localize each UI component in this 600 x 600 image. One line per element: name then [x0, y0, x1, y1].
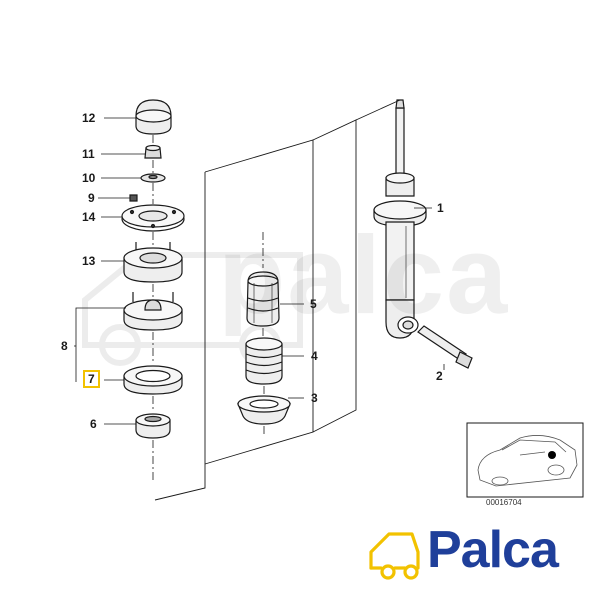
vehicle-location-inset [466, 422, 584, 498]
part-7-bearing-ring [123, 365, 183, 395]
callout-3: 3 [311, 391, 318, 405]
callout-11: 11 [82, 147, 95, 161]
middle-axis-line [262, 232, 265, 434]
part-13-top-mount [123, 242, 183, 283]
callout-8: 8 [61, 339, 68, 353]
leader-lines [74, 117, 445, 425]
part-4-dust-boot [245, 337, 283, 385]
frame-lines [154, 99, 401, 501]
part-5-bump-stop [246, 271, 280, 327]
part-2-mounting-bolt [417, 325, 473, 369]
inset-reference-number: 00016704 [486, 498, 522, 507]
car-silhouette-icon [477, 435, 578, 487]
callout-12: 12 [82, 111, 96, 125]
part-12-dust-cap [135, 99, 172, 135]
part-8-bearing-mount [123, 292, 183, 331]
car-outline-icon [369, 532, 420, 580]
callout-10: 10 [82, 171, 96, 185]
callout-1: 1 [437, 201, 444, 215]
callout-2: 2 [436, 369, 443, 383]
callout-5: 5 [310, 297, 317, 311]
part-10-washer [140, 173, 166, 183]
middle-parts-stack [237, 271, 291, 425]
watermark-text: palca [218, 214, 510, 337]
location-marker-icon [548, 451, 556, 459]
part-3-lower-seat [237, 395, 291, 425]
part-6-support-cup [135, 413, 171, 439]
part-9-small-nut [129, 194, 138, 202]
part-1-shock-absorber [373, 99, 427, 339]
brand-logo-text: Palca [427, 521, 559, 579]
callout-7-highlighted: 7 [83, 370, 100, 388]
callout-14: 14 [82, 210, 96, 224]
callout-6: 6 [90, 417, 97, 431]
callout-13: 13 [82, 254, 96, 268]
part-11-nut [144, 144, 162, 159]
left-parts-stack [121, 99, 185, 439]
callout-9: 9 [88, 191, 95, 205]
part-14-flange-plate [121, 204, 185, 232]
callout-4: 4 [311, 349, 318, 363]
